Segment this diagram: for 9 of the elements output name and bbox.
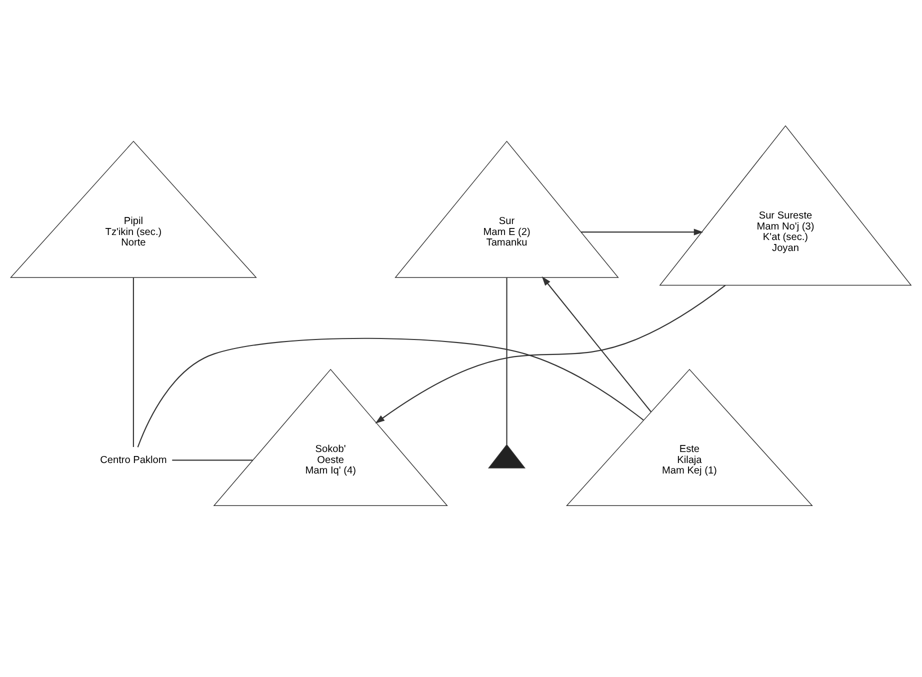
arrow — [581, 228, 704, 236]
connector — [132, 278, 134, 448]
connector — [137, 338, 644, 448]
connector — [506, 278, 508, 445]
node-triangle — [488, 444, 526, 468]
arrow — [375, 284, 726, 424]
arrow — [542, 276, 652, 412]
connector — [172, 460, 253, 461]
node-text: Centro Paklom — [100, 454, 167, 466]
